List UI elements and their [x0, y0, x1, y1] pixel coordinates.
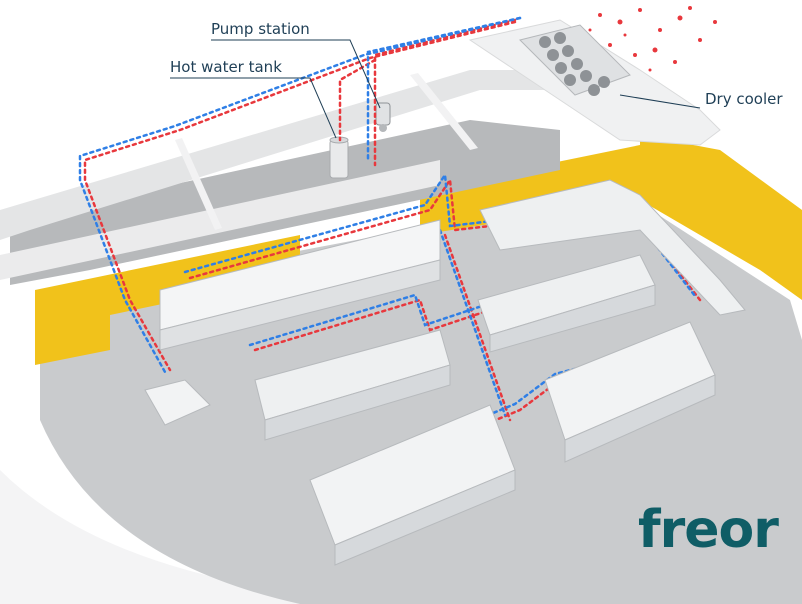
- dry-cooler-leader: [619, 94, 701, 109]
- display-case-front-left: [309, 404, 516, 566]
- dry-cooler-label: Dry cooler: [705, 90, 783, 108]
- pump-station-label: Pump station: [211, 20, 310, 38]
- hot-water-tank-icon: [329, 136, 349, 179]
- display-case-corner-right: [479, 179, 746, 316]
- display-case-wall-left: [159, 219, 441, 351]
- floor-shadow: [0, 470, 420, 604]
- display-case-center-left: [254, 329, 451, 441]
- floor-unit: [144, 379, 211, 426]
- pump-station-icon: [375, 102, 391, 132]
- hot-water-tank-leader: [170, 77, 337, 139]
- dry-cooler-fans-icon: [519, 24, 631, 96]
- back-rooms-wall-top: [0, 70, 560, 240]
- yellow-wall-back: [420, 145, 640, 235]
- yellow-wall-right: [640, 135, 802, 300]
- display-case-center-right: [477, 254, 656, 353]
- room-divider-2: [410, 73, 478, 150]
- freor-logo: freor: [638, 500, 779, 560]
- pump-station-leader: [211, 39, 381, 109]
- heat-dissipation-icon: [588, 6, 717, 72]
- display-case-front-right: [544, 321, 716, 463]
- hot-water-tank-label: Hot water tank: [170, 58, 282, 76]
- room-divider-1: [175, 138, 222, 230]
